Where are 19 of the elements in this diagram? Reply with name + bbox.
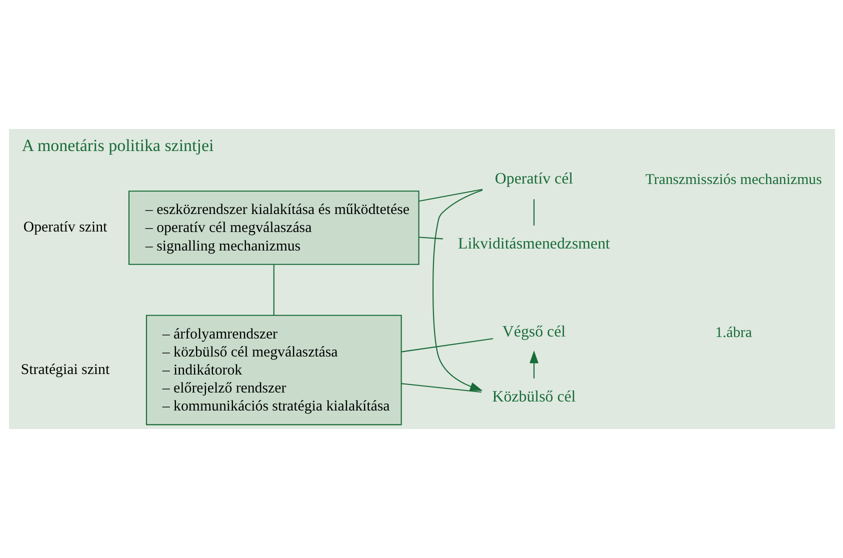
connector	[272, 264, 274, 316]
node-box: – eszközrendszer kialakítása és működtetése – operatív cél megválaszása – signalling mechanizmus	[128, 190, 419, 265]
connector	[418, 188, 482, 202]
node-label: Stratégiai szint	[20, 362, 110, 378]
node-text: Likviditásmenedzsment	[458, 235, 610, 252]
node-text: Végső cél	[502, 324, 566, 341]
node-label: Operatív szint	[22, 220, 107, 236]
node-box: – árfolyamrendszer – közbülső cél megválasztása – indikátorok – előrejelző rendszer – kommunikációs stratégia kialakítása	[145, 314, 402, 426]
arrow	[432, 190, 482, 391]
node-text: Operatív cél	[494, 170, 573, 188]
connector	[400, 338, 493, 352]
node-text: Közbülső cél	[492, 388, 576, 406]
diagram-title: A monetáris politika szintjei	[21, 136, 214, 156]
label: Transzmissziós mechanizmus	[644, 172, 822, 188]
arrow	[529, 350, 538, 378]
connector	[532, 199, 534, 226]
connector	[418, 236, 442, 240]
label: 1.ábra	[714, 324, 752, 341]
connector	[400, 383, 481, 393]
